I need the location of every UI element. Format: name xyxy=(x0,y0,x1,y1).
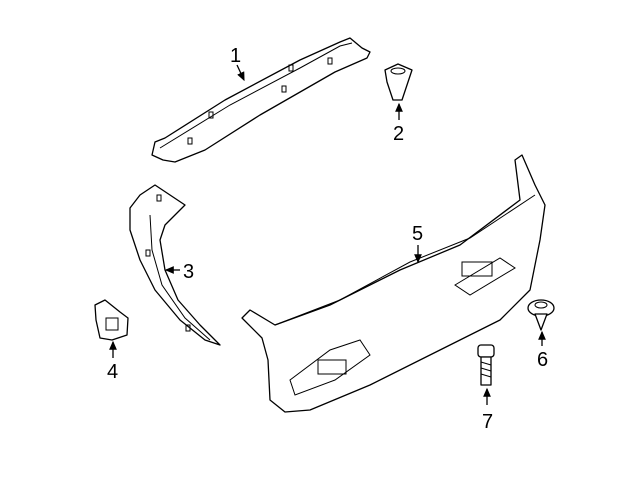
callout-number: 3 xyxy=(183,261,194,283)
callout-number: 1 xyxy=(230,45,241,67)
part-2-nut xyxy=(384,63,413,101)
callout-2: 2 xyxy=(393,102,404,145)
part-5-liftgate-trim-panel xyxy=(241,154,546,413)
callout-5: 5 xyxy=(412,223,423,264)
part-7-bolt xyxy=(477,344,495,386)
callout-number: 7 xyxy=(482,411,493,433)
callout-6: 6 xyxy=(537,330,548,371)
part-6-push-pin xyxy=(527,299,555,331)
callout-4: 4 xyxy=(107,340,118,383)
callout-number: 6 xyxy=(537,349,548,371)
callout-3: 3 xyxy=(164,261,194,283)
callout-1: 1 xyxy=(230,45,245,82)
part-3-side-trim xyxy=(129,184,221,346)
part-1-upper-trim-panel xyxy=(151,37,371,163)
callout-7: 7 xyxy=(482,387,493,433)
part-4-clip xyxy=(94,299,129,341)
callout-number: 5 xyxy=(412,223,423,245)
callout-number: 4 xyxy=(107,361,118,383)
callout-number: 2 xyxy=(393,123,404,145)
